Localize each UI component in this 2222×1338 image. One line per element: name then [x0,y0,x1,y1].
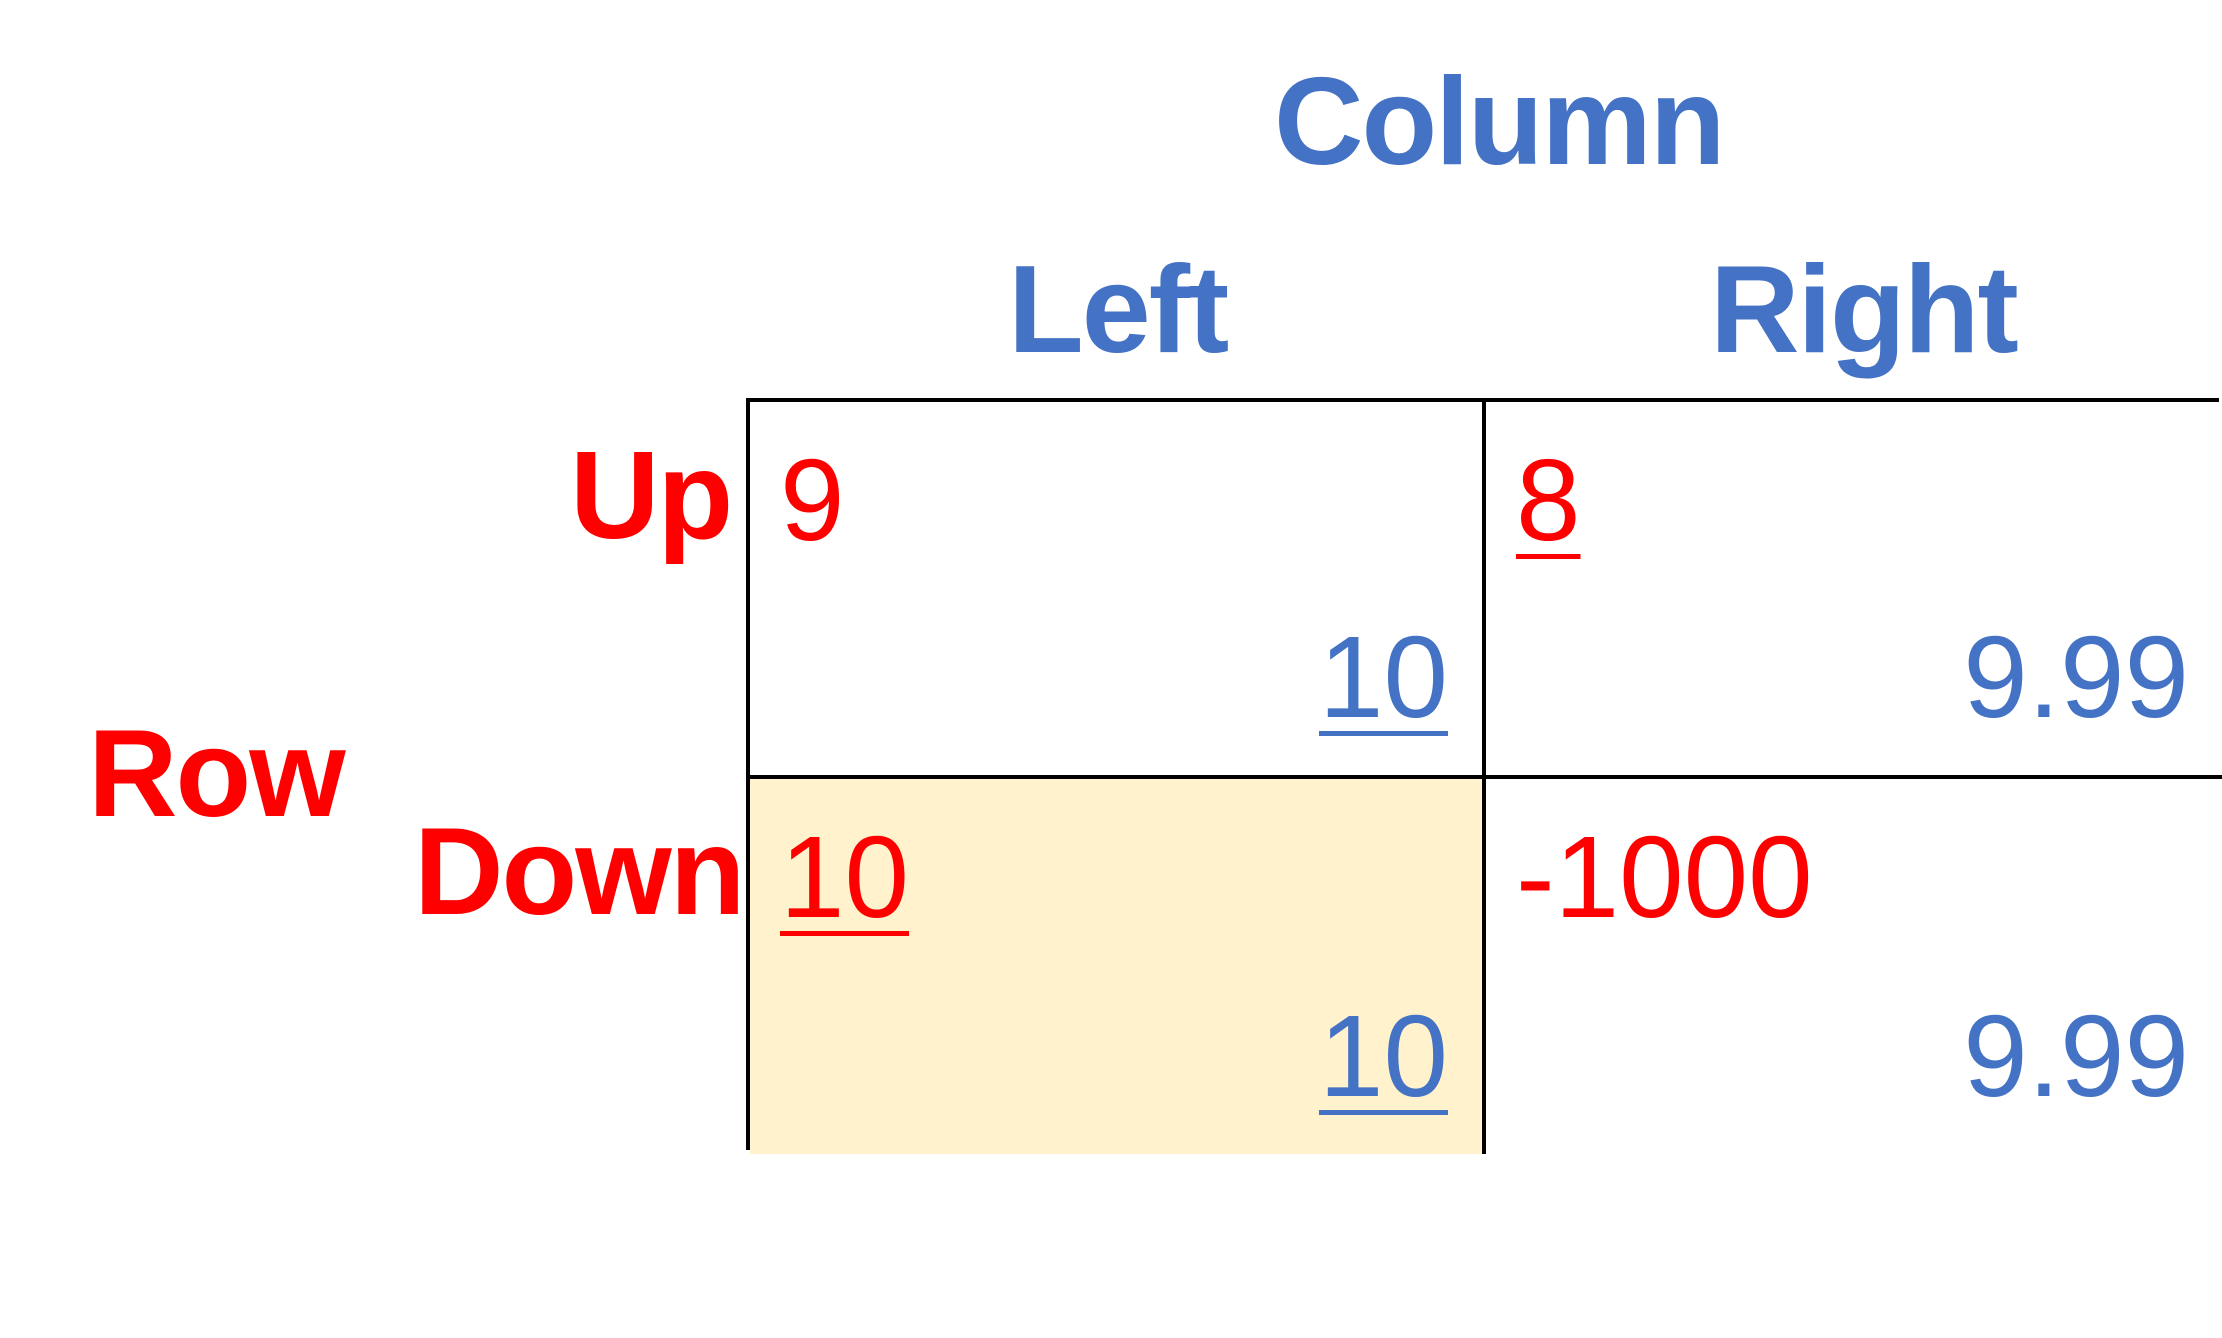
column-player-label: Column [1274,53,1725,191]
payoff-matrix: 9 10 8 9.99 10 10 -1000 9.99 [746,398,2222,1154]
column-payoff-up-left: 10 [1318,612,1448,742]
column-strategy-right: Right [1710,241,2019,379]
row-payoff-down-right: -1000 [1516,812,1813,942]
row-player-label: Row [88,705,346,843]
cell-down-right: -1000 9.99 [1486,779,2222,1154]
row-payoff-down-left: 10 [780,812,910,942]
cell-up-left: 9 10 [750,402,1486,779]
cell-down-left: 10 10 [750,779,1486,1154]
row-payoff-up-right: 8 [1516,435,1581,565]
row-strategy-up: Up [570,427,733,565]
column-payoff-up-right: 9.99 [1963,612,2189,742]
column-payoff-down-left: 10 [1318,991,1448,1121]
column-payoff-down-right: 9.99 [1963,991,2189,1121]
row-payoff-up-left: 9 [780,435,845,565]
row-strategy-down: Down [414,803,745,941]
column-strategy-left: Left [1008,241,1229,379]
cell-up-right: 8 9.99 [1486,402,2222,779]
